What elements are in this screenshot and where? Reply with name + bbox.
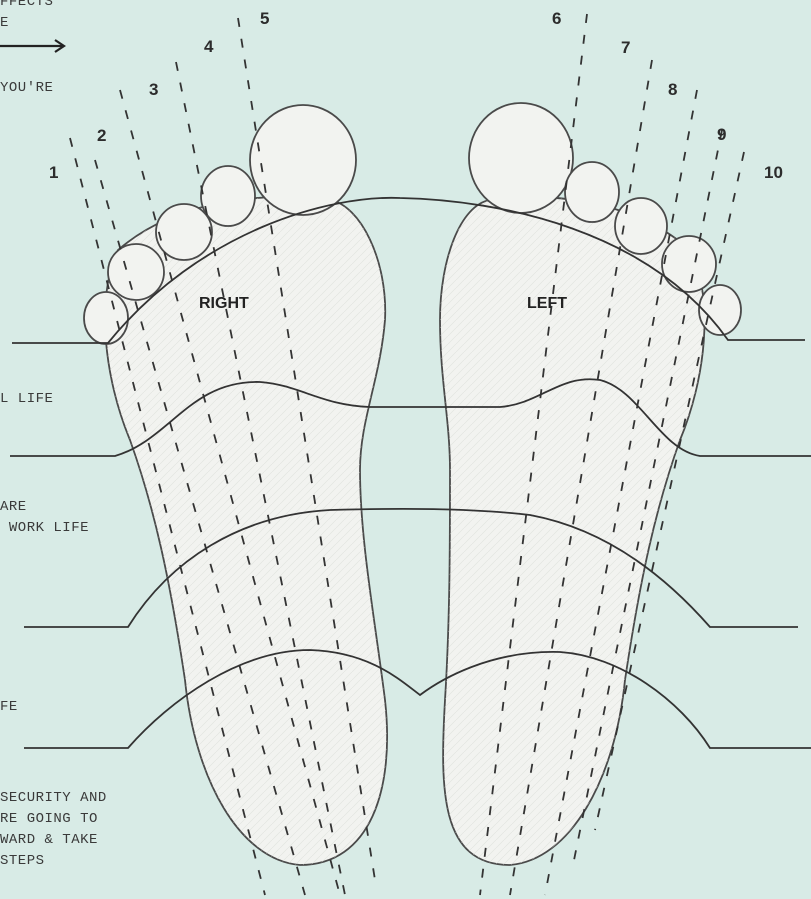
side-text-4: ARE WORK LIFE	[0, 497, 89, 539]
left-toe-3	[615, 198, 667, 254]
zone-number-5: 5	[260, 9, 269, 29]
side-text-5: FE	[0, 697, 18, 718]
right-toe-2	[201, 166, 255, 226]
right-foot-label: RIGHT	[199, 295, 249, 313]
left-toe-1	[469, 103, 573, 213]
side-text-6: SECURITY AND RE GOING TO WARD & TAKE STE…	[0, 788, 107, 872]
waist-line	[24, 509, 798, 627]
right-toe-1	[250, 105, 356, 215]
side-text-3: L LIFE	[0, 389, 53, 410]
zone-number-4: 4	[204, 37, 213, 57]
left-foot-label: LEFT	[527, 295, 567, 313]
left-toe-5	[699, 285, 741, 335]
right-toe-4	[108, 244, 164, 300]
heel-line	[24, 650, 811, 748]
zone-number-3: 3	[149, 80, 158, 100]
zone-number-1: 1	[49, 163, 58, 183]
zone-number-9: 9	[717, 125, 726, 145]
left-foot	[440, 103, 741, 865]
right-toe-5	[84, 292, 128, 344]
right-toe-3	[156, 204, 212, 260]
zone-number-2: 2	[97, 126, 106, 146]
side-text-1: FFECTS E	[0, 0, 53, 34]
zone-number-6: 6	[552, 9, 561, 29]
zone-number-8: 8	[668, 80, 677, 100]
right-arrow-icon	[0, 40, 64, 52]
side-text-2: YOU'RE	[0, 78, 53, 99]
zone-number-10: 10	[764, 163, 783, 183]
left-toe-4	[662, 236, 716, 292]
zone-number-7: 7	[621, 38, 630, 58]
left-toe-2	[565, 162, 619, 222]
right-foot	[84, 105, 387, 865]
